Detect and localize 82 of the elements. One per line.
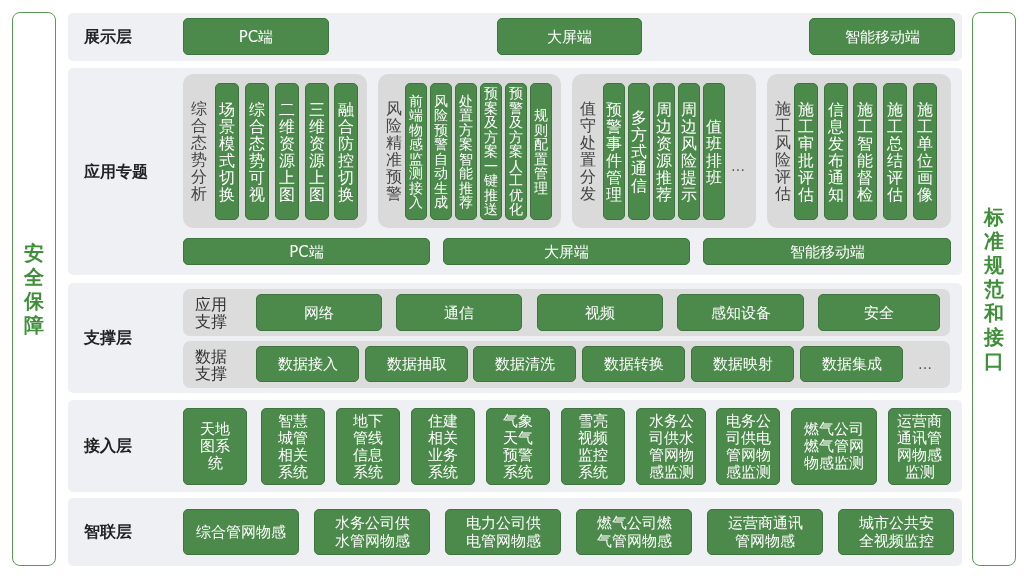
group-title: 综合态势分析	[191, 100, 207, 202]
module-box: 运营商通讯管网物感监测	[888, 408, 951, 485]
module-box: 网络	[256, 294, 382, 331]
side-band	[972, 12, 1016, 566]
module-box: 风险预警自动生成	[430, 83, 452, 220]
module-box: 场景模式切换	[215, 83, 239, 220]
module-box: 施工审批评估	[794, 83, 818, 220]
module-box: 水务公司供水管网物感监测	[636, 408, 706, 485]
module-box: 智慧城管相关系统	[261, 408, 325, 485]
group-panel	[767, 74, 951, 228]
module-box: 电务公司供电管网物感监测	[716, 408, 780, 485]
module-box: 多方式通信	[628, 83, 650, 220]
side-band	[12, 12, 56, 566]
module-box: 智能移动端	[703, 238, 951, 265]
side-title: 标准规范和接口	[984, 205, 1004, 373]
module-box: 安全	[818, 294, 940, 331]
layer-panel	[68, 13, 962, 61]
module-box: 预警事件管理	[603, 83, 625, 220]
layer-title: 支撑层	[84, 328, 132, 348]
side-title: 安全保障	[24, 241, 44, 337]
module-box: 城市公共安全视频监控	[838, 509, 954, 555]
module-box: 电力公司供电管网物感	[445, 509, 561, 555]
layer-panel	[68, 400, 962, 492]
module-box: 施工单位画像	[913, 83, 937, 220]
module-box: 三维资源上图	[305, 83, 329, 220]
module-box: 住建相关业务系统	[411, 408, 475, 485]
group-panel	[378, 74, 561, 228]
module-box: 数据映射	[691, 346, 794, 382]
module-box: 综合管网物感	[183, 509, 299, 555]
module-box: 综合态势可视	[245, 83, 269, 220]
module-box: 前端物感监测接入	[405, 83, 427, 220]
row-panel	[183, 289, 950, 336]
layer-title: 展示层	[84, 27, 132, 47]
layer-panel	[68, 283, 962, 393]
module-box: 规则配置管理	[530, 83, 552, 220]
group-title: 值守处置分发	[580, 100, 596, 202]
module-box: 运营商通讯管网物感	[707, 509, 823, 555]
module-box: 数据集成	[800, 346, 903, 382]
module-box: 施工总结评估	[883, 83, 907, 220]
module-box: 处置方案智能推荐	[455, 83, 477, 220]
module-box: 二维资源上图	[275, 83, 299, 220]
module-box: 预警及方案人工优化	[505, 83, 527, 220]
module-box: 数据转换	[582, 346, 685, 382]
module-box: 地下管线信息系统	[336, 408, 400, 485]
group-panel	[183, 74, 367, 228]
layer-title: 接入层	[84, 436, 132, 456]
module-box: PC端	[183, 18, 329, 55]
ellipsis-text: …	[731, 158, 745, 174]
module-box: 感知设备	[677, 294, 804, 331]
layer-title: 智联层	[84, 522, 132, 542]
module-box: 施工智能督检	[853, 83, 877, 220]
module-box: 大屏端	[497, 18, 642, 55]
group-title: 风险精准预警	[386, 100, 402, 202]
row-title: 数据支撑	[194, 347, 227, 382]
module-box: 雪亮视频监控系统	[561, 408, 625, 485]
group-title: 施工风险评估	[775, 100, 791, 202]
layer-panel	[68, 68, 962, 275]
module-box: 视频	[537, 294, 663, 331]
module-box: 周边资源推荐	[653, 83, 675, 220]
layer-title: 应用专题	[84, 161, 148, 182]
module-box: 大屏端	[443, 238, 690, 265]
module-box: 燃气公司燃气管网物感监测	[791, 408, 877, 485]
module-box: 燃气公司燃气管网物感	[576, 509, 692, 555]
module-box: 智能移动端	[809, 18, 955, 55]
layer-panel	[68, 498, 962, 566]
module-box: 数据清洗	[473, 346, 576, 382]
module-box: 数据接入	[256, 346, 359, 382]
group-panel	[572, 74, 756, 228]
module-box: PC端	[183, 238, 430, 265]
module-box: 周边风险提示	[678, 83, 700, 220]
module-box: 预案及方案一键推送	[480, 83, 502, 220]
module-box: 数据抽取	[365, 346, 468, 382]
module-box: 水务公司供水管网物感	[314, 509, 430, 555]
row-panel	[183, 341, 950, 388]
module-box: 值班排班	[703, 83, 725, 220]
module-box: 信息发布通知	[824, 83, 848, 220]
module-box: 融合防控切换	[334, 83, 358, 220]
module-box: 天地图系统	[183, 408, 247, 485]
ellipsis-text: …	[918, 356, 932, 372]
module-box: 通信	[396, 294, 522, 331]
row-title: 应用支撑	[194, 295, 227, 330]
module-box: 气象天气预警系统	[486, 408, 550, 485]
